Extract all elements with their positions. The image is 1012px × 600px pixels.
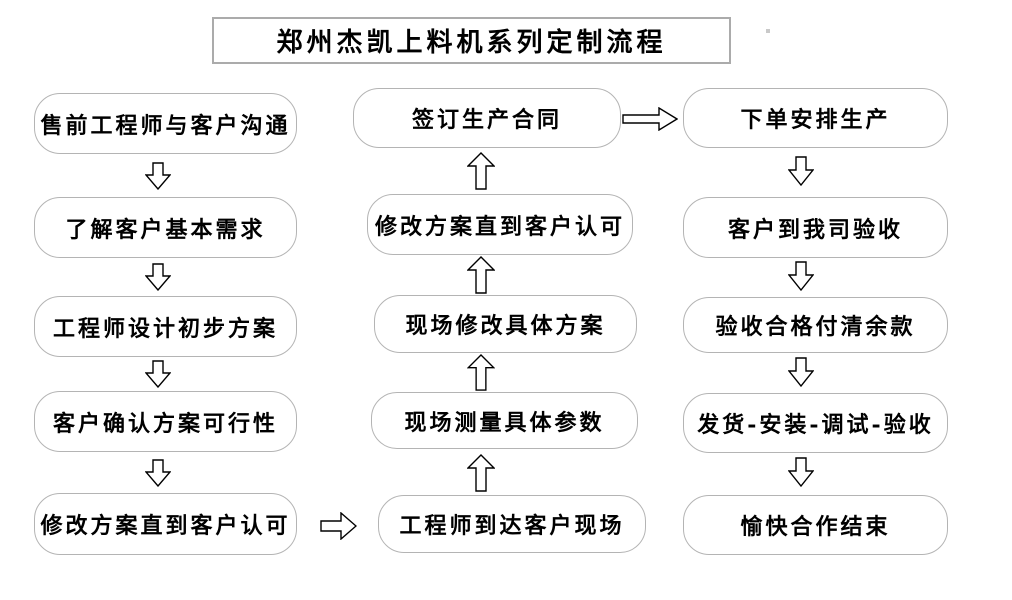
- flow-step-label: 签订生产合同: [411, 107, 562, 133]
- arrow-down-icon: [788, 457, 814, 487]
- flow-step-label: 了解客户基本需求: [65, 216, 266, 243]
- flow-step-left-2: 了解客户基本需求: [34, 197, 297, 258]
- arrow-right-icon: [622, 107, 678, 131]
- flow-step-left-5: 修改方案直到客户认可: [34, 493, 297, 555]
- page-title: 郑州杰凯上料机系列定制流程: [276, 28, 667, 58]
- arrow-right-icon: [320, 512, 357, 540]
- flow-step-left-4: 客户确认方案可行性: [34, 391, 297, 452]
- flow-step-label: 验收合格付清余款: [715, 314, 916, 340]
- flow-step-left-1: 售前工程师与客户沟通: [34, 93, 297, 154]
- flow-step-left-3: 工程师设计初步方案: [34, 296, 297, 357]
- flow-step-middle-1: 签订生产合同: [353, 88, 621, 148]
- flow-step-label: 发货-安装-调试-验收: [697, 412, 934, 438]
- arrow-down-icon: [145, 162, 171, 190]
- flow-step-middle-2: 修改方案直到客户认可: [367, 194, 633, 255]
- title-box: 郑州杰凯上料机系列定制流程: [212, 17, 731, 64]
- flow-step-label: 售前工程师与客户沟通: [40, 112, 291, 139]
- arrow-down-icon: [788, 261, 814, 291]
- flow-step-label: 工程师到达客户现场: [399, 513, 625, 539]
- arrow-down-icon: [788, 357, 814, 387]
- flow-step-label: 下单安排生产: [740, 107, 891, 133]
- arrow-up-icon: [467, 454, 495, 492]
- stray-mark: [766, 29, 770, 33]
- flow-step-middle-3: 现场修改具体方案: [374, 295, 637, 353]
- arrow-up-icon: [467, 256, 495, 294]
- flow-step-label: 修改方案直到客户认可: [374, 213, 625, 240]
- flow-step-label: 现场修改具体方案: [405, 313, 606, 339]
- arrow-up-icon: [467, 354, 495, 391]
- arrow-down-icon: [788, 156, 814, 186]
- flow-step-label: 工程师设计初步方案: [52, 315, 278, 342]
- arrow-down-icon: [145, 360, 171, 388]
- flow-step-right-3: 验收合格付清余款: [683, 297, 948, 353]
- flow-step-right-4: 发货-安装-调试-验收: [683, 393, 948, 453]
- flow-step-right-5: 愉快合作结束: [683, 495, 948, 555]
- flow-step-right-1: 下单安排生产: [683, 88, 948, 148]
- flow-step-right-2: 客户到我司验收: [683, 197, 948, 258]
- arrow-down-icon: [145, 459, 171, 487]
- flow-step-label: 修改方案直到客户认可: [40, 513, 291, 539]
- flow-step-label: 客户到我司验收: [727, 216, 903, 243]
- flow-step-label: 客户确认方案可行性: [52, 410, 278, 437]
- flow-step-label: 愉快合作结束: [740, 514, 891, 540]
- flow-step-middle-5: 工程师到达客户现场: [378, 495, 646, 553]
- flow-step-middle-4: 现场测量具体参数: [371, 392, 638, 449]
- arrow-down-icon: [145, 263, 171, 291]
- flow-step-label: 现场测量具体参数: [404, 409, 605, 436]
- arrow-up-icon: [467, 152, 495, 190]
